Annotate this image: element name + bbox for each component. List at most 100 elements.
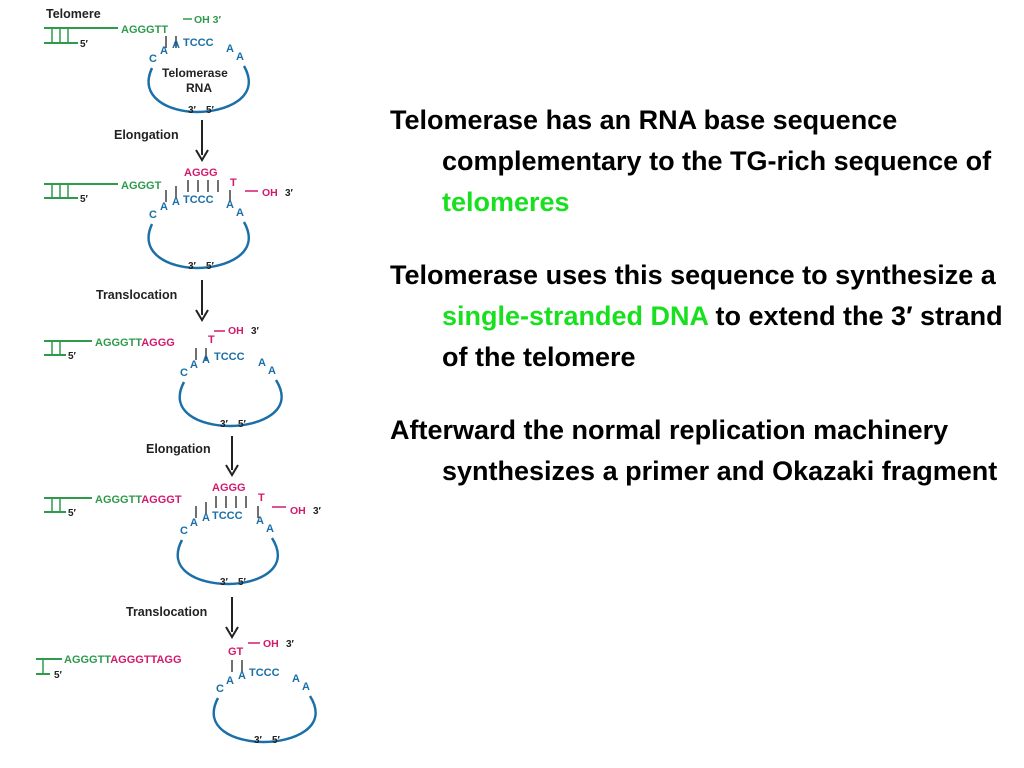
three-prime-end: 3′ [313, 506, 322, 517]
step-label: Translocation [126, 605, 207, 619]
step-arrow-translocation-2: Translocation [126, 597, 239, 639]
rna-template-bases: TCCC [214, 351, 245, 363]
bullet-highlight: telomeres [442, 187, 570, 217]
rna-3-prime: 3′ [188, 261, 197, 272]
dna-sequence-new: T [258, 492, 265, 504]
three-prime-end: 3′ [251, 326, 260, 337]
oh-3-prime-label: OH [290, 505, 306, 517]
rna-5-prime: 5′ [238, 419, 247, 430]
rna-template-bases: A [190, 517, 198, 529]
rna-5-prime: 5′ [238, 577, 247, 588]
telomere-duplex: 5′ [44, 497, 92, 519]
five-prime-label: 5′ [80, 194, 89, 205]
rna-template-bases: A [202, 512, 210, 524]
step-label: Translocation [96, 288, 177, 302]
stage-5: 5′ AGGGTTAGGGTTAGG GT OH 3′ C A A TCCC A… [36, 638, 317, 746]
dna-sequence-green: AGGGT [121, 180, 162, 192]
base-pair-lines [195, 496, 259, 518]
rna-template-bases: A [268, 365, 276, 377]
rna-template-bases: A [160, 201, 168, 213]
telomerase-rna-loop [147, 65, 250, 114]
rna-template-bases: A [292, 673, 300, 685]
rna-5-prime: 5′ [206, 105, 215, 116]
rna-template-bases: TCCC [183, 194, 214, 206]
dna-sequence-new: T [230, 177, 237, 189]
telomerase-rna-loop [178, 379, 283, 428]
rna-template-bases: C [180, 367, 188, 379]
telomere-duplex: 5′ [36, 658, 63, 681]
bullet-text-after: to extend the 3′ strand of the telomere [442, 301, 1003, 372]
rna-template-bases: C [149, 53, 157, 65]
dna-sequence-new: GT [228, 646, 244, 658]
telomere-duplex: 5′ [44, 183, 118, 205]
rna-template-bases: A [226, 675, 234, 687]
rna-template-bases: A [172, 196, 180, 208]
step-arrow-elongation-2: Elongation [146, 436, 239, 477]
step-label: Elongation [114, 128, 179, 142]
rna-template-bases: A [236, 51, 244, 63]
rna-3-prime: 3′ [188, 105, 197, 116]
dna-sequence: AGGGTTAGGGTTAGG [64, 654, 182, 666]
stage-1: Telomere 5′ AGGGTT OH 3′ C A A TCCC A A … [44, 7, 250, 116]
telomerase-rna-loop [176, 537, 279, 586]
oh-3-prime-label: OH 3′ [194, 14, 222, 26]
rna-template-bases: C [149, 209, 157, 221]
rna-template-bases: A [266, 523, 274, 535]
rna-3-prime: 3′ [220, 577, 229, 588]
telomerase-mechanism-diagram: Telomere 5′ AGGGTT OH 3′ C A A TCCC A A … [36, 7, 322, 746]
rna-5-prime: 5′ [272, 735, 281, 746]
rna-template-bases: TCCC [183, 37, 214, 49]
rna-template-bases: A [226, 199, 234, 211]
rna-template-bases: TCCC [212, 510, 243, 522]
rna-3-prime: 3′ [254, 735, 263, 746]
rna-template-bases: A [236, 207, 244, 219]
telomere-duplex: 5′ [44, 340, 92, 362]
oh-3-prime-label: OH [228, 325, 244, 337]
bullet-item: Afterward the normal replication machine… [390, 410, 1010, 492]
rna-template-bases: TCCC [249, 667, 280, 679]
dna-sequence-new: AGGG [184, 167, 218, 179]
telomerase-rna-loop [212, 695, 317, 744]
stage-2: 5′ AGGGT AGGG T OH 3′ C A A TCCC A A 3′ … [44, 167, 294, 272]
dna-sequence-new: T [208, 334, 215, 346]
bullet-item: Telomerase uses this sequence to synthes… [390, 255, 1010, 378]
telomerase-rna-label-line2: RNA [186, 81, 212, 95]
rna-template-bases: A [172, 39, 180, 51]
rna-3-prime: 3′ [220, 419, 229, 430]
dna-sequence: AGGGTTAGGG [95, 337, 175, 349]
five-prime-label: 5′ [68, 508, 77, 519]
stage-3: 5′ AGGGTTAGGG T OH 3′ C A A TCCC A A 3′ … [44, 325, 283, 430]
rna-template-bases: A [302, 681, 310, 693]
bullet-text: Afterward the normal replication machine… [390, 415, 998, 486]
base-pair-lines [165, 180, 231, 202]
telomere-label: Telomere [46, 7, 101, 21]
dna-sequence-new: AGGG [212, 482, 246, 494]
five-prime-label: 5′ [54, 670, 63, 681]
rna-template-bases: A [238, 670, 246, 682]
base-pair-lines [165, 36, 177, 48]
oh-3-prime-label: OH [263, 638, 279, 650]
five-prime-label: 5′ [68, 351, 77, 362]
rna-5-prime: 5′ [206, 261, 215, 272]
bullet-text: Telomerase has an RNA base sequence comp… [390, 105, 992, 176]
rna-template-bases: A [258, 357, 266, 369]
bullet-text: Telomerase uses this sequence to synthes… [390, 260, 996, 290]
step-arrow-elongation-1: Elongation [114, 120, 209, 162]
dna-sequence-green: AGGGTT [121, 24, 168, 36]
stage-4: 5′ AGGGTTAGGGT AGGG T OH 3′ C A A TCCC A… [44, 482, 322, 588]
step-arrow-translocation-1: Translocation [96, 280, 209, 322]
rna-template-bases: A [202, 354, 210, 366]
bullet-list: Telomerase has an RNA base sequence comp… [390, 100, 1010, 524]
base-pair-lines [195, 348, 207, 360]
base-pair-lines [231, 660, 243, 672]
oh-3-prime-label: OH [262, 187, 278, 199]
rna-template-bases: A [160, 45, 168, 57]
rna-template-bases: C [216, 683, 224, 695]
three-prime-end: 3′ [285, 188, 294, 199]
three-prime-end: 3′ [286, 639, 295, 650]
telomerase-rna-loop [147, 221, 250, 270]
dna-sequence: AGGGTTAGGGT [95, 494, 182, 506]
rna-template-bases: A [256, 515, 264, 527]
telomere-duplex: 5′ [44, 27, 118, 50]
bullet-highlight: single-stranded DNA [442, 301, 709, 331]
